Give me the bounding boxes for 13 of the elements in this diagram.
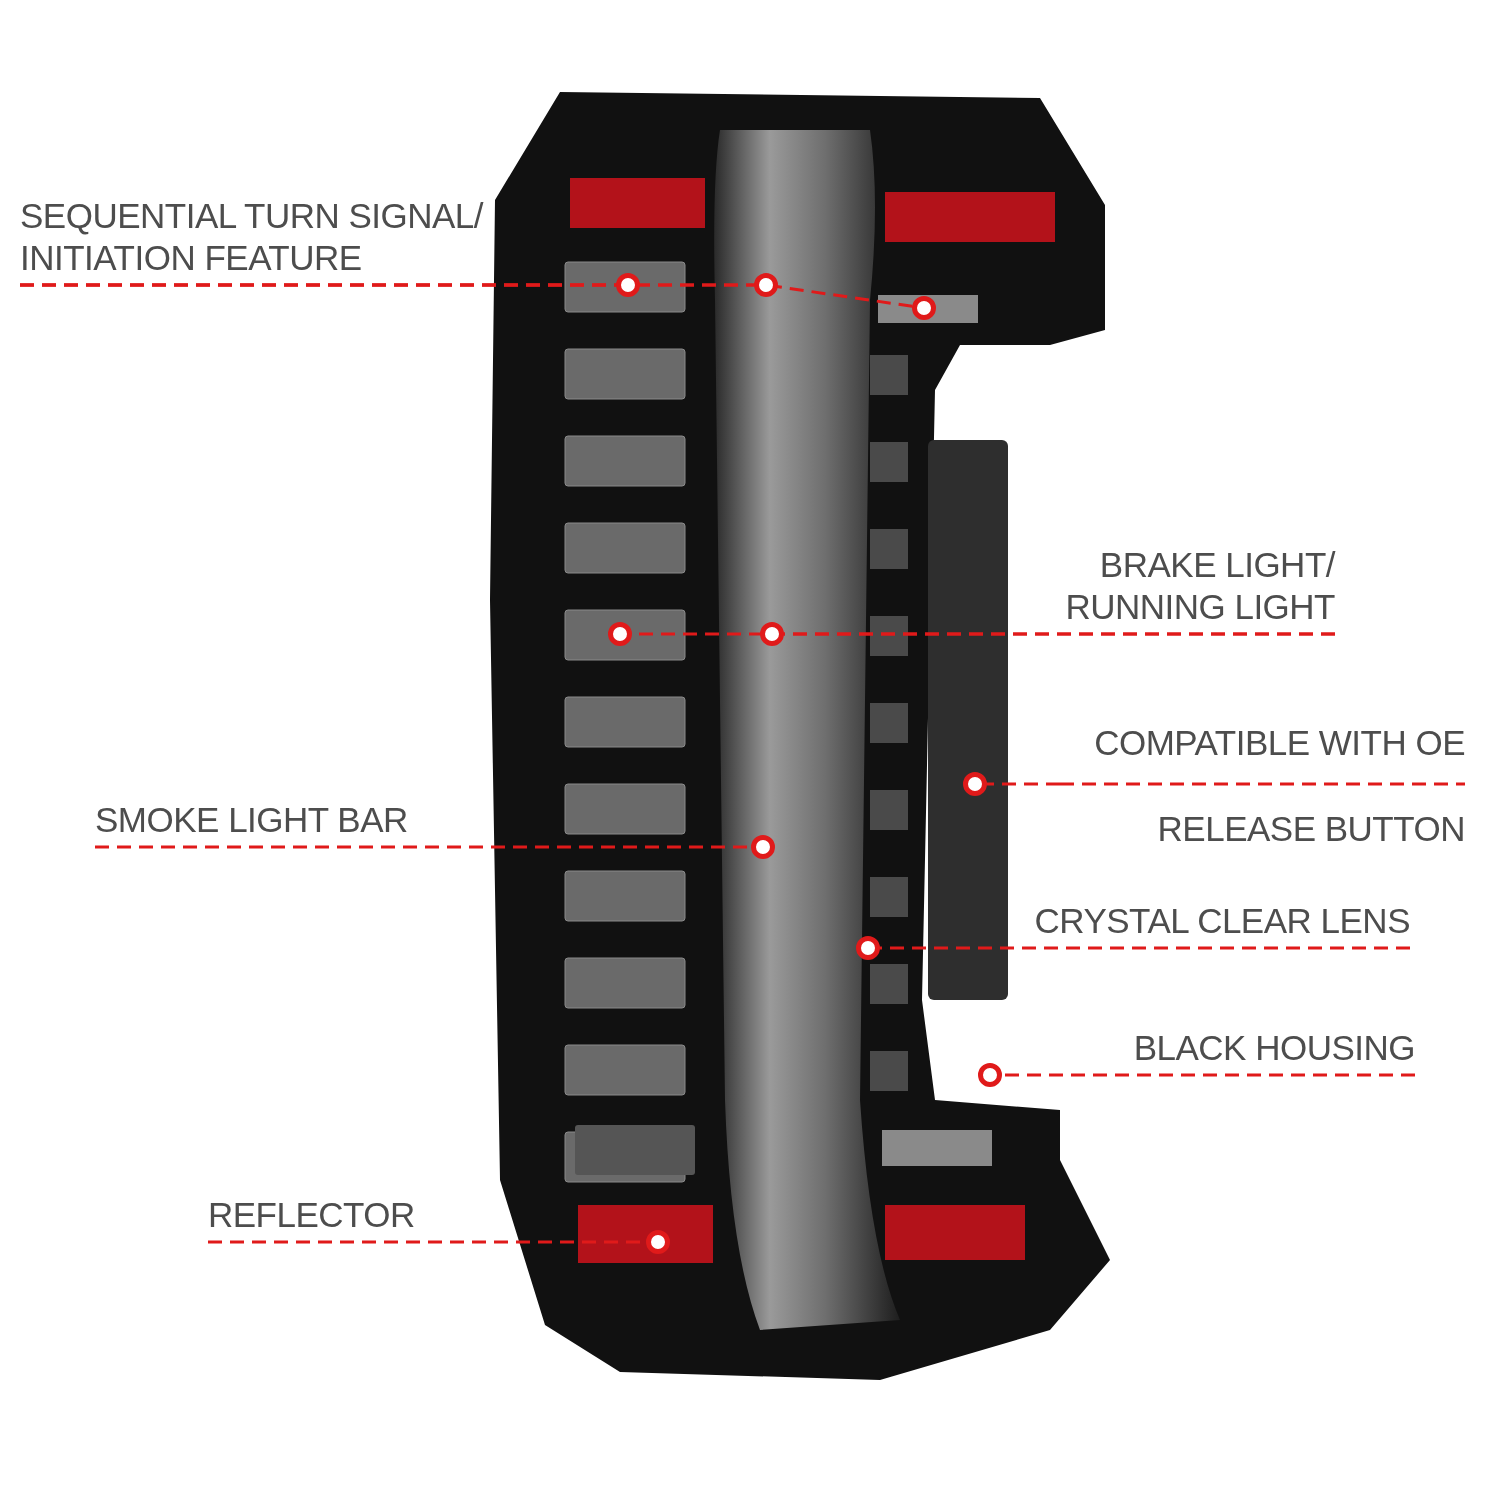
leader-line [987, 782, 1060, 786]
callout-label: RELEASE BUTTON [1156, 808, 1465, 850]
leader-line [1002, 1073, 1415, 1077]
leader-line [20, 283, 913, 308]
callout-label: CRYSTAL CLEAR LENS [1030, 886, 1410, 948]
callout-label: SMOKE LIGHT BAR [95, 785, 425, 847]
callout-label: REFLECTOR [208, 1180, 428, 1242]
callout-label: SEQUENTIAL TURN SIGNAL/ INITIATION FEATURE [20, 180, 540, 285]
callout-label: BLACK HOUSING [1090, 1013, 1415, 1075]
callout-label: COMPATIBLE WITH OE [1093, 722, 1465, 764]
callout-label: BRAKE LIGHT/ RUNNING LIGHT [1000, 530, 1335, 634]
callout-dot [978, 1063, 1002, 1087]
leader-line [880, 946, 1410, 950]
